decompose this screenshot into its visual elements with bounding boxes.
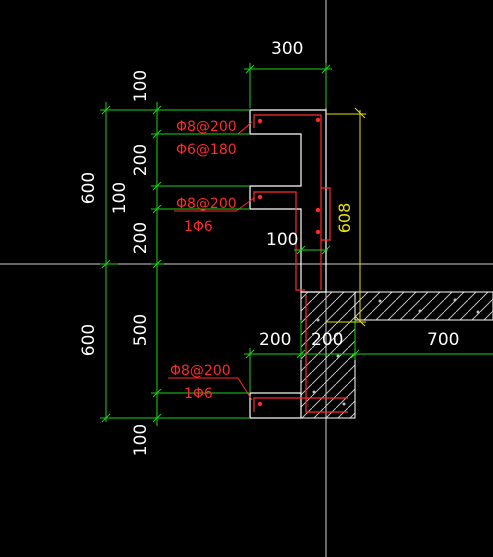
dim-left-outer-top: 600 <box>79 172 99 204</box>
dim-inner-1: 100 <box>131 70 151 102</box>
rebar-label-low-main: Φ8@200 <box>170 363 231 379</box>
rebar-label-mid-dist: 1Φ6 <box>184 219 213 235</box>
dim-lower-width: 200 <box>259 330 291 350</box>
dim-inner-2: 200 <box>131 144 151 176</box>
dimension-lines <box>100 63 493 426</box>
rebar-label-top-dist: Φ6@180 <box>176 142 237 158</box>
rebar-label-mid-main: Φ8@200 <box>176 196 237 212</box>
dim-wall-width: 200 <box>311 330 343 350</box>
dim-inner-4: 200 <box>131 222 151 254</box>
slab <box>354 291 493 321</box>
dim-top-width: 300 <box>271 39 303 59</box>
dim-inner-6: 100 <box>131 424 151 456</box>
rebar-label-top-main: Φ8@200 <box>176 119 237 135</box>
highlight-dimension <box>326 107 366 327</box>
dim-inner-5: 500 <box>131 314 151 346</box>
rebar <box>253 114 348 413</box>
dim-mid-step: 100 <box>266 230 298 250</box>
rebar-label-low-dist: 1Φ6 <box>184 386 213 402</box>
rebar-leaders <box>168 121 255 401</box>
wall <box>300 291 356 419</box>
dim-slab-width: 700 <box>427 330 459 350</box>
dim-highlight-height: 608 <box>335 203 354 234</box>
dim-left-outer-bottom: 600 <box>79 324 99 356</box>
dim-inner-3: 100 <box>110 182 130 214</box>
